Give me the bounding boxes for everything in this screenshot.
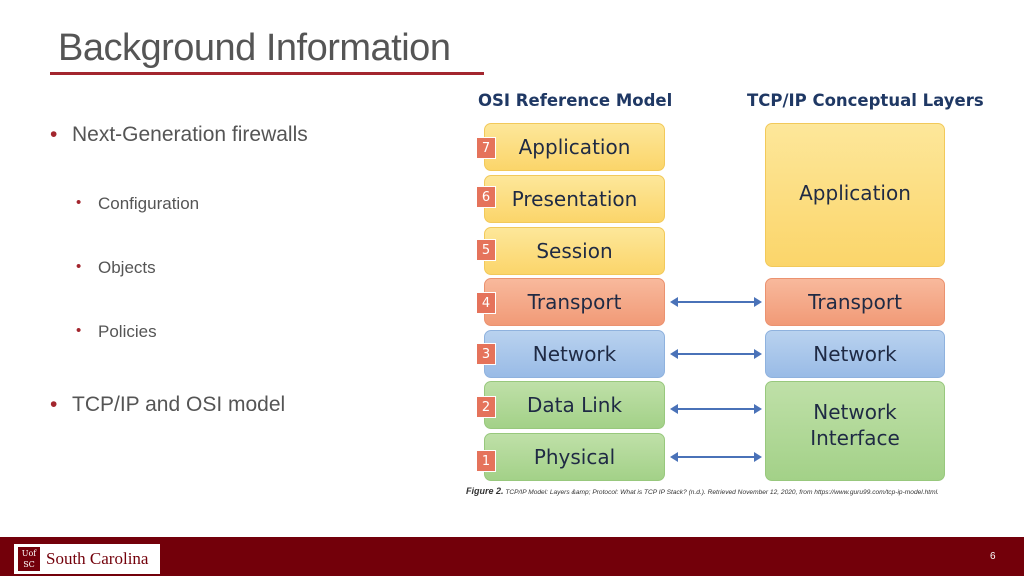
bullet-dot: • bbox=[76, 258, 82, 275]
layer-label: Network bbox=[813, 342, 897, 366]
figure-citation: TCP/IP Model: Layers &amp; Protocol: Wha… bbox=[505, 489, 939, 496]
logo-mark-line: SC bbox=[23, 560, 35, 569]
bullet-text: Policies bbox=[98, 322, 157, 341]
layer-label: Transport bbox=[527, 290, 622, 314]
osi-layer-data-link: Data Link bbox=[484, 381, 665, 429]
osi-layer-transport: Transport bbox=[484, 278, 665, 326]
layer-label: Network bbox=[532, 342, 617, 366]
bullet-dot: • bbox=[76, 194, 82, 211]
title-underline bbox=[50, 72, 484, 75]
logo-mark-line: Uof bbox=[21, 549, 37, 558]
layer-label: Application bbox=[518, 135, 631, 159]
osi-layer-presentation: Presentation bbox=[484, 175, 665, 223]
bullet-text: Objects bbox=[98, 258, 156, 277]
bullet-text: Configuration bbox=[98, 194, 200, 213]
bullet-item: • Objects bbox=[76, 258, 156, 278]
layer-number-badge: 6 bbox=[476, 186, 496, 208]
osi-layer-network: Network bbox=[484, 330, 665, 378]
osi-layer-application: Application bbox=[484, 123, 665, 171]
layer-number-badge: 4 bbox=[476, 292, 496, 314]
bullet-dot: • bbox=[50, 123, 58, 146]
osi-heading: OSI Reference Model bbox=[478, 91, 673, 110]
osi-layer-session: Session bbox=[484, 227, 665, 275]
bullet-item: • Policies bbox=[76, 322, 157, 342]
slide-title: Background Information bbox=[58, 27, 451, 69]
tcpip-layer-application: Application bbox=[765, 123, 945, 267]
layer-label: Application bbox=[799, 180, 911, 205]
bullet-item: • TCP/IP and OSI model bbox=[50, 393, 285, 417]
tcpip-heading: TCP/IP Conceptual Layers bbox=[747, 91, 984, 110]
layer-number-badge: 7 bbox=[476, 137, 496, 159]
page-number: 6 bbox=[990, 551, 996, 562]
layer-number-badge: 1 bbox=[476, 450, 496, 472]
double-arrow-icon bbox=[670, 349, 762, 359]
layer-number-badge: 5 bbox=[476, 239, 496, 261]
layer-label: Transport bbox=[808, 290, 902, 314]
layer-label: Network bbox=[813, 400, 897, 424]
bullet-dot: • bbox=[50, 393, 58, 416]
logo-text: South Carolina bbox=[46, 549, 149, 568]
figure-caption: Figure 2. TCP/IP Model: Layers &amp; Pro… bbox=[466, 486, 939, 496]
osi-layer-physical: Physical bbox=[484, 433, 665, 481]
bullet-text: TCP/IP and OSI model bbox=[72, 393, 286, 416]
tcpip-layer-transport: Transport bbox=[765, 278, 945, 326]
layer-number-badge: 3 bbox=[476, 343, 496, 365]
double-arrow-icon bbox=[670, 452, 762, 462]
bullet-dot: • bbox=[76, 322, 82, 339]
layer-label: Presentation bbox=[511, 187, 638, 211]
tcpip-layer-network: Network bbox=[765, 330, 945, 378]
bullet-text: Next-Generation firewalls bbox=[72, 123, 308, 146]
university-logo: Uof SC South Carolina bbox=[14, 544, 160, 574]
layer-label: Interface bbox=[810, 426, 900, 450]
layer-number-badge: 2 bbox=[476, 396, 496, 418]
layer-label: Session bbox=[536, 239, 613, 263]
bullet-item: • Next-Generation firewalls bbox=[50, 123, 308, 147]
layer-label: Data Link bbox=[526, 393, 623, 417]
footer-bar bbox=[0, 537, 1024, 576]
logo-mark-icon: Uof SC bbox=[18, 547, 40, 571]
layer-label: Physical bbox=[533, 445, 616, 469]
figure-label: Figure 2. bbox=[466, 486, 504, 496]
bullet-item: • Configuration bbox=[76, 194, 199, 214]
double-arrow-icon bbox=[670, 297, 762, 307]
double-arrow-icon bbox=[670, 404, 762, 414]
tcpip-layer-network-interface: Network Interface bbox=[765, 381, 945, 481]
